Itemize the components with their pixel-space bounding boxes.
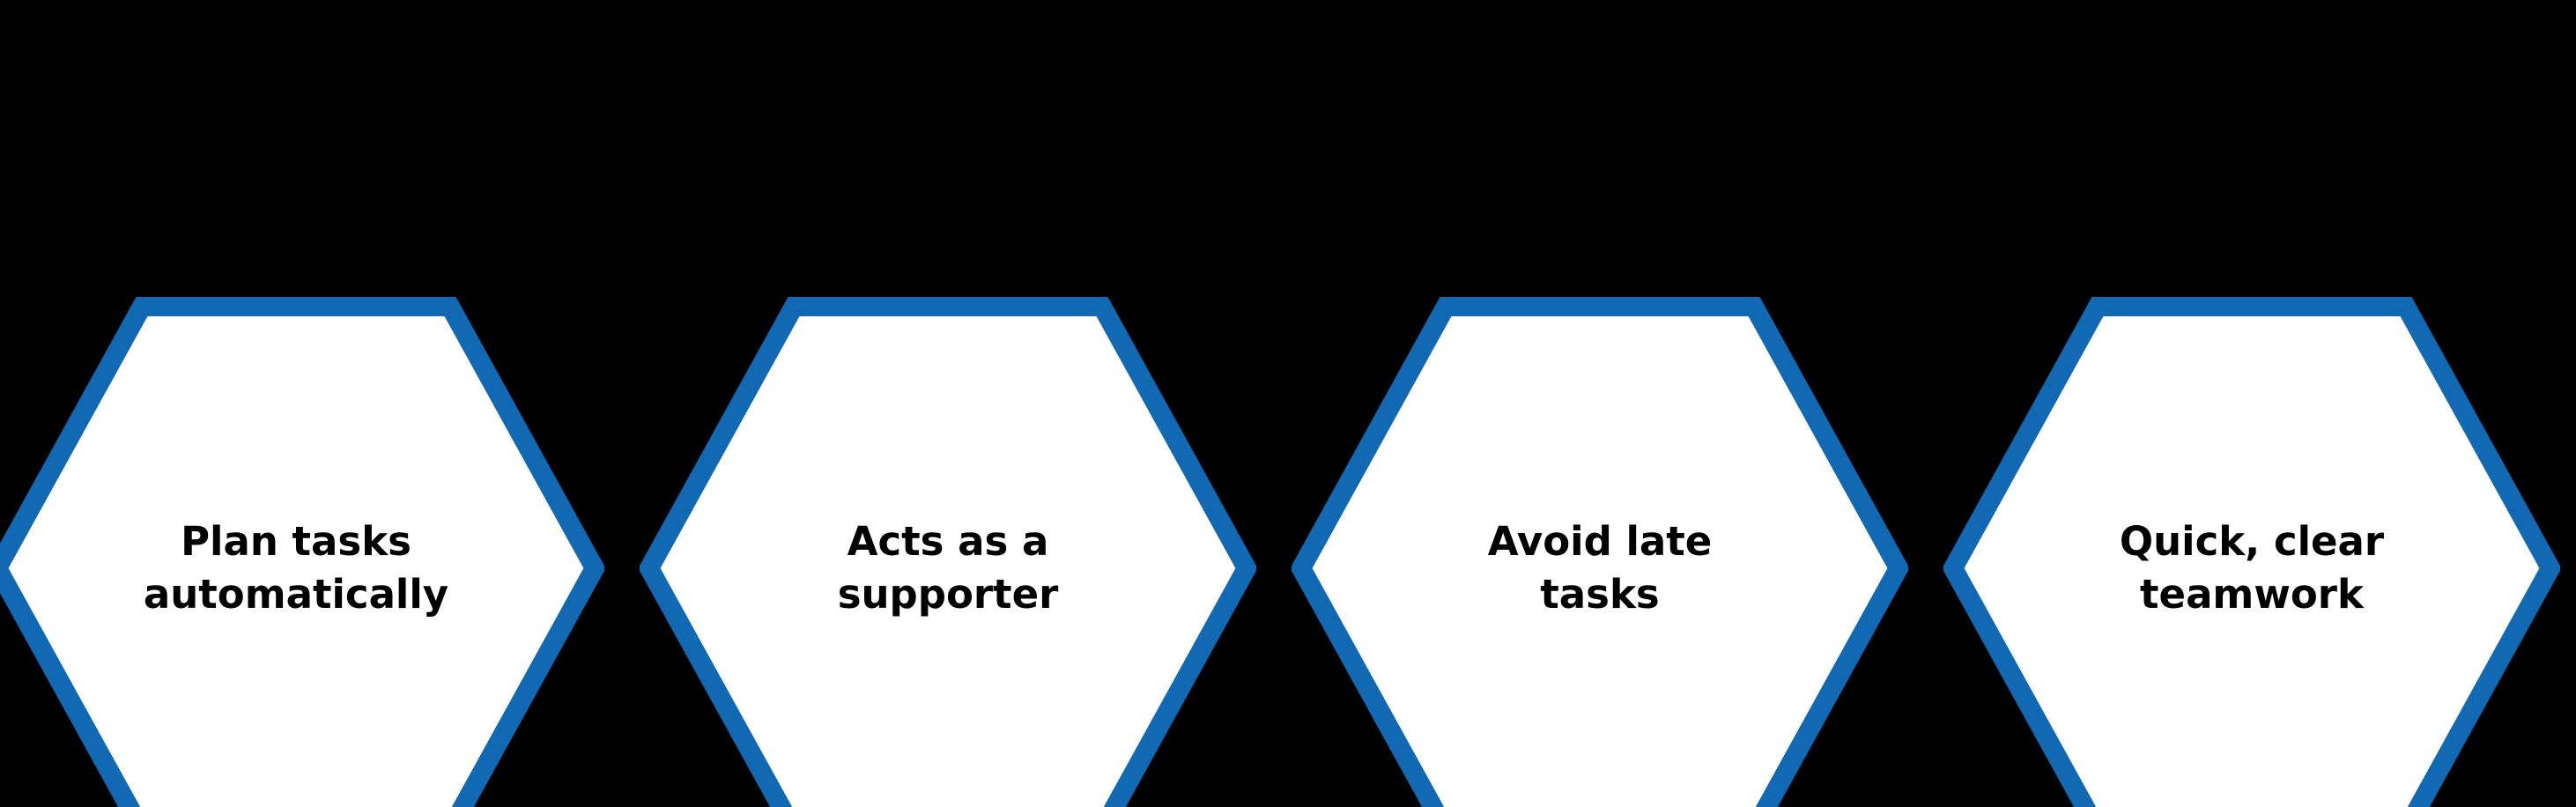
hexagon-shape-icon (640, 297, 1256, 807)
hexagon-node-avoid-late-tasks[interactable]: Avoid late tasks (1292, 297, 1908, 807)
hexagon-node-quick-clear-teamwork[interactable]: Quick, clear teamwork (1943, 297, 2560, 807)
hexagon-shape-icon (0, 297, 604, 807)
hexagon-node-acts-as-a-supporter[interactable]: Acts as a supporter (640, 297, 1256, 807)
hexagon-shape-icon (1292, 297, 1908, 807)
hexagon-shape-icon (1943, 297, 2560, 807)
hexagon-node-plan-tasks-automatically[interactable]: Plan tasks automatically (0, 297, 604, 807)
